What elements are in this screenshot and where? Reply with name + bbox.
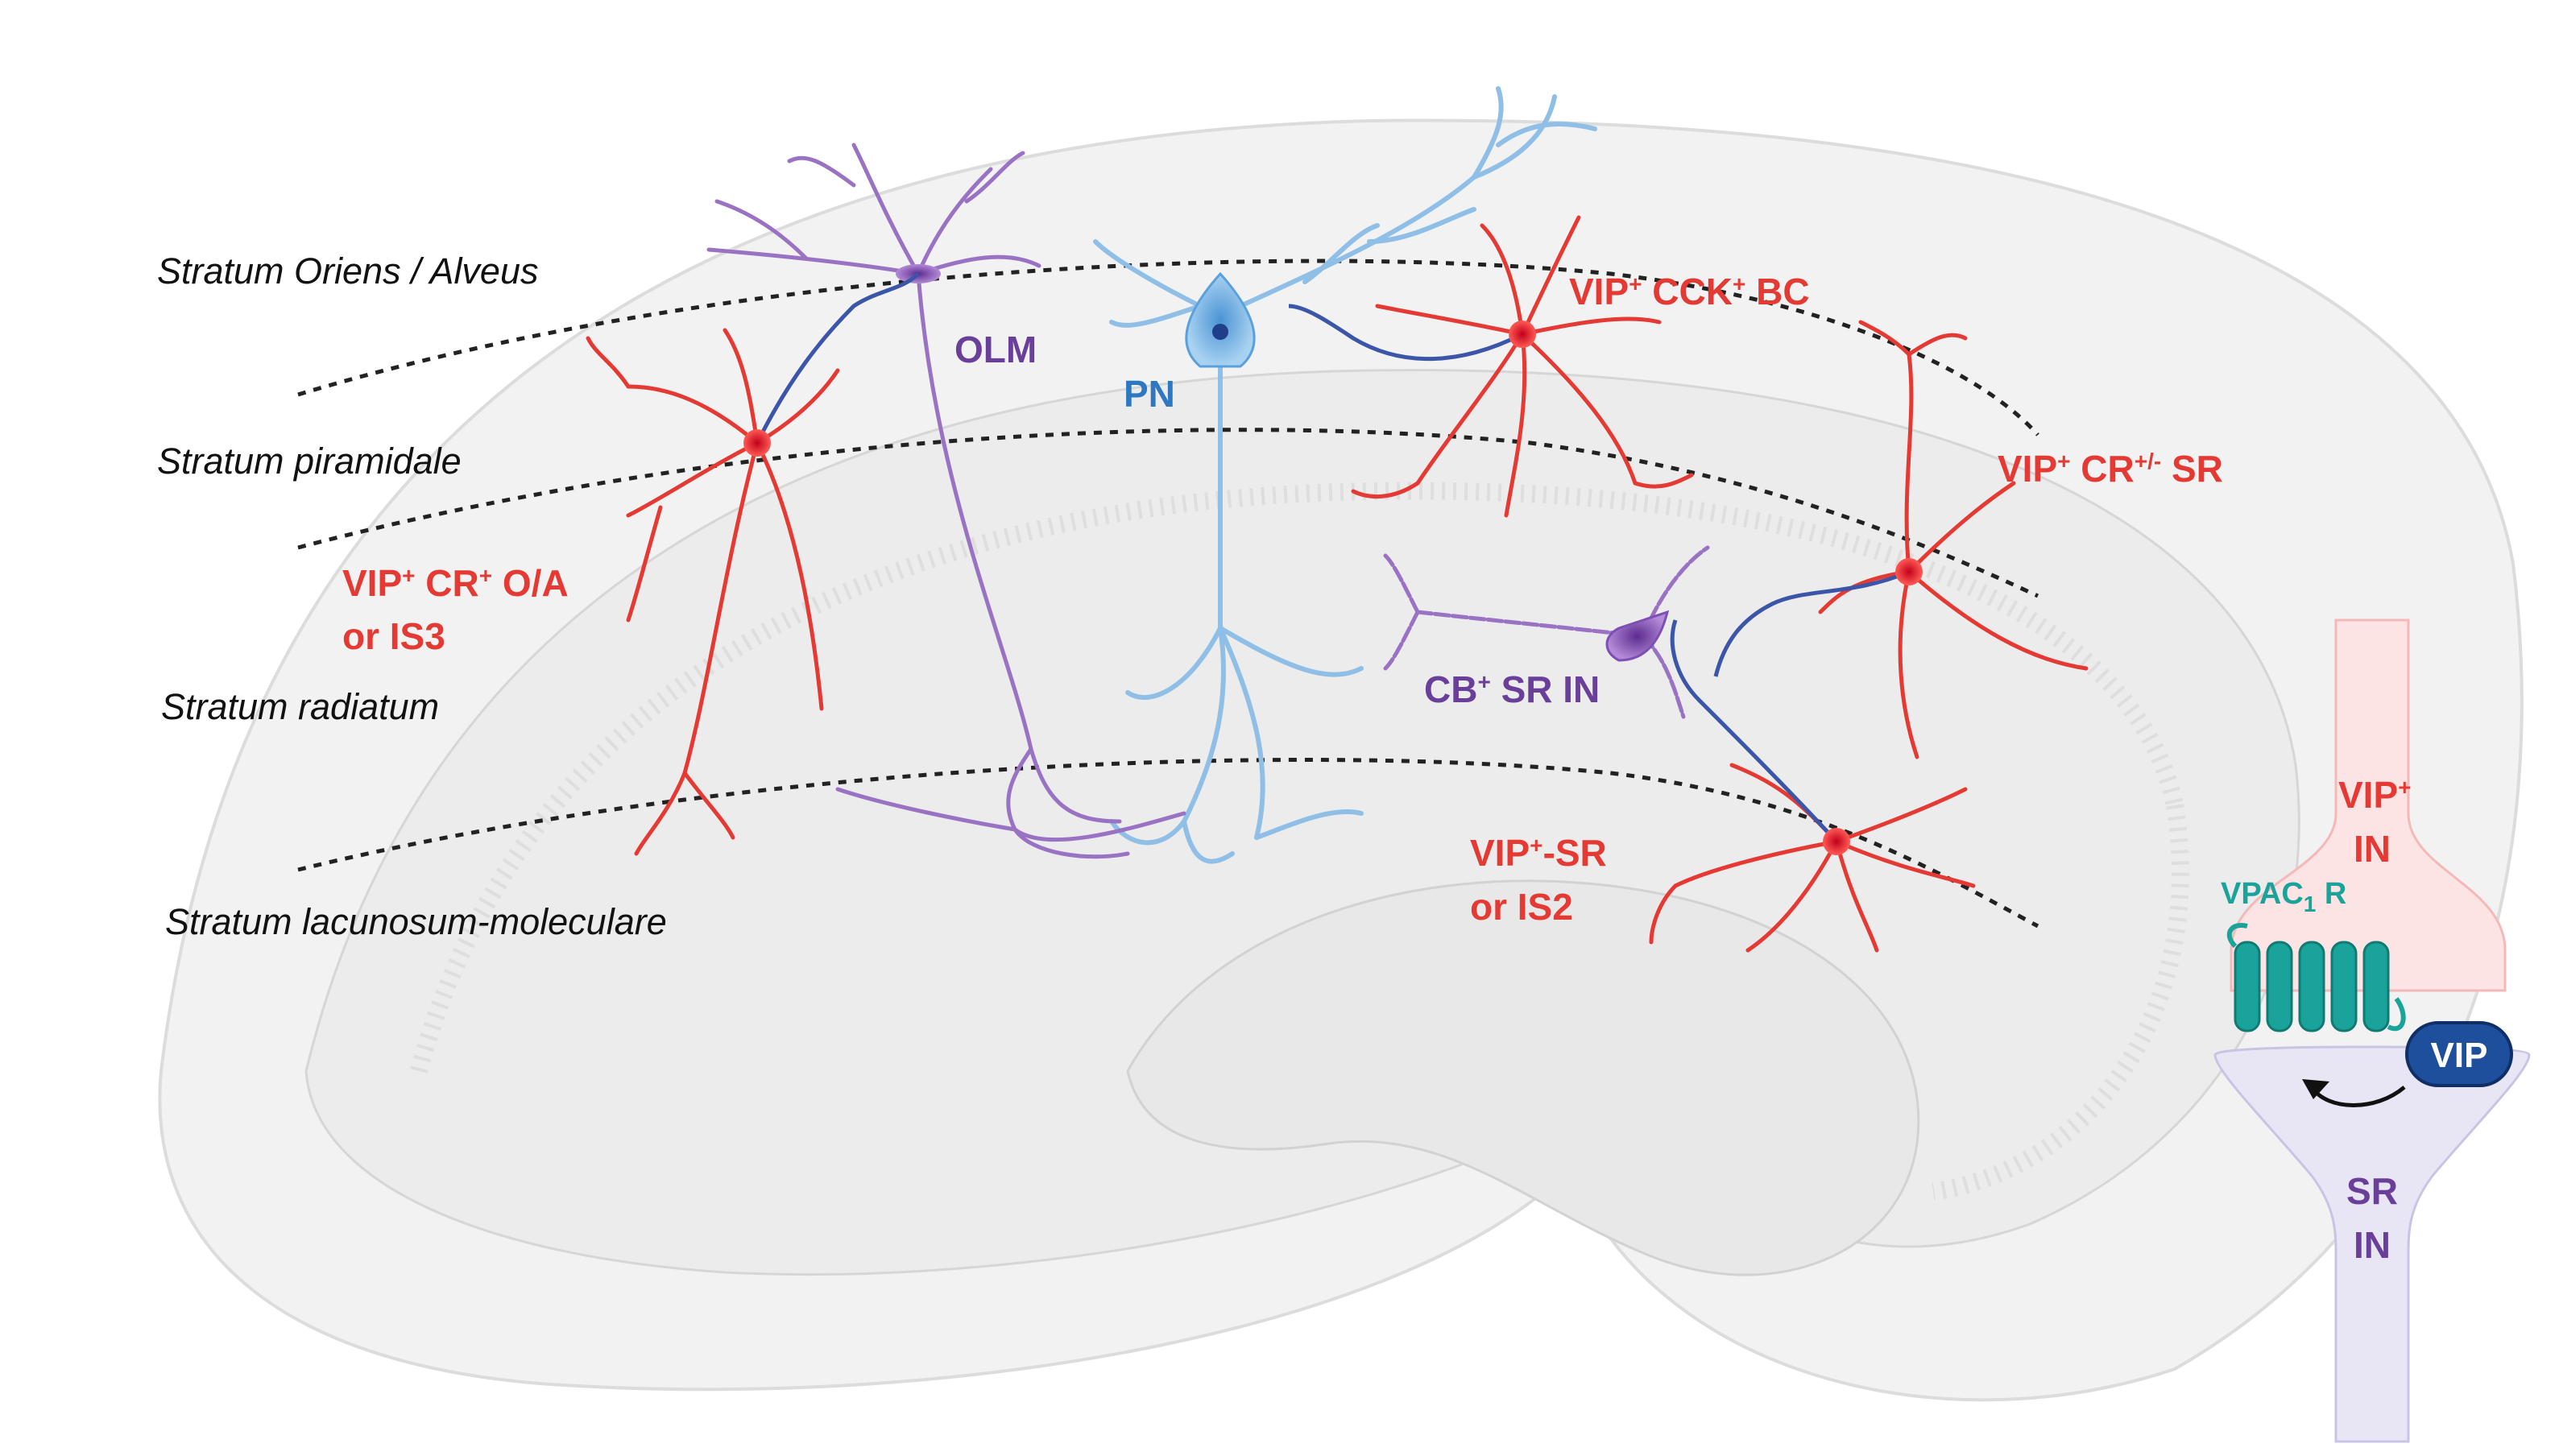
label-vip-sr: VIP+-SR [1470,832,1607,874]
vip-cck-bc-axon [1288,304,1524,362]
vip-oa-axon [755,272,920,445]
vip-cr-sr-neuron [1818,320,2089,759]
label-vip-ligand: VIP [2431,1036,2488,1075]
label-vip-cck-bc: VIP+ CCK+ BC [1569,271,1810,312]
label-vip-oa-line2: or IS3 [342,615,445,657]
label-vpac1-receptor: VPAC1 R [2221,877,2346,916]
label-pre-in: IN [2354,828,2391,870]
vip-sr-soma [1823,828,1850,855]
label-stratum-radiatum: Stratum radiatum [161,686,439,727]
vip-oa-neuron [586,328,840,856]
boundary-piramidale [297,428,2039,598]
vpac1-receptor [2234,941,2390,1032]
vip-cr-sr-axon [1713,569,1910,677]
vip-sr-axon [1670,619,1838,843]
boundary-oriens [297,259,2039,436]
label-post-sr: SR [2346,1170,2398,1212]
vip-oa-soma [743,429,771,457]
boundary-radiatum [297,758,2039,929]
label-stratum-piramidale: Stratum piramidale [157,441,462,482]
postsynaptic-terminal [2213,1045,2531,1443]
pn-soma [1185,271,1256,368]
binding-arrow [2309,1086,2406,1107]
vip-cck-bc-soma [1509,321,1536,348]
label-pre-vip: VIP+ [2338,774,2412,816]
label-stratum-oriens: Stratum Oriens / Alveus [157,250,539,292]
binding-arrowhead [2302,1079,2329,1099]
label-pn: PN [1124,373,1175,415]
label-post-in: IN [2354,1224,2391,1266]
vip-sr-neuron [1649,763,1976,953]
label-vip-cr-sr: VIP+ CR+/- SR [1998,448,2223,490]
synapse-inset [2213,618,2531,1443]
label-stratum-lacunosum: Stratum lacunosum-moleculare [165,901,667,942]
label-vip-sr-line2: or IS2 [1470,886,1573,928]
stratum-boundaries [297,259,2039,929]
label-vip-oa: VIP+ CR+ O/A [342,562,569,604]
label-cb-sr-in: CB+ SR IN [1424,668,1600,710]
pn-nucleus [1212,324,1228,340]
vip-cr-sr-soma [1895,558,1923,585]
pyramidal-neuron [1093,86,1597,864]
cb-sr-soma [1605,610,1670,662]
vip-cck-bc-neuron [1351,215,1694,518]
receptor-tail [2226,923,2248,949]
label-olm: OLM [954,329,1037,370]
presynaptic-terminal [2230,618,2507,992]
vip-ligand [2405,1021,2513,1087]
receptor-ctail [2387,997,2406,1032]
